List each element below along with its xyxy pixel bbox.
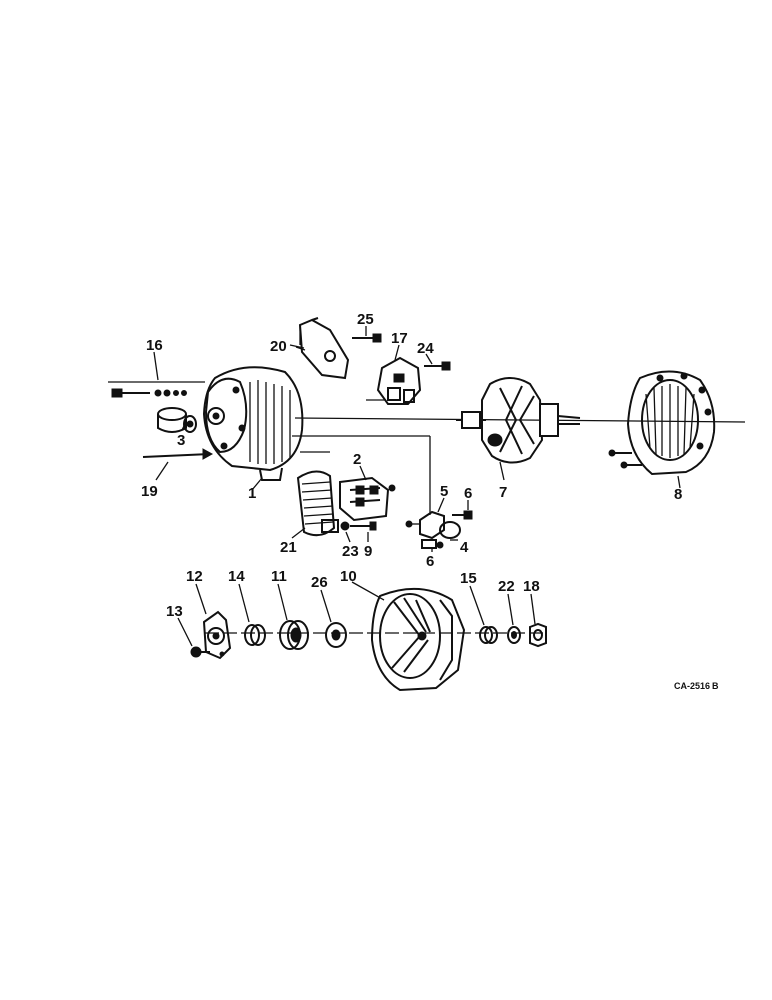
callout-20: 20 xyxy=(270,338,287,355)
diode-trio xyxy=(339,476,396,522)
callout-25: 25 xyxy=(357,311,374,328)
rectifier-screws xyxy=(340,521,377,531)
callout-18: 18 xyxy=(523,578,540,595)
capacitor-screw xyxy=(452,510,473,520)
callout-26: 26 xyxy=(311,574,328,591)
ball-bearing xyxy=(279,620,309,650)
callout-4: 4 xyxy=(460,539,469,556)
long-bolt xyxy=(142,448,214,460)
collar xyxy=(244,624,266,646)
callout-15: 15 xyxy=(460,570,477,587)
drawing-code-number: CA-2516 xyxy=(674,681,710,691)
washer xyxy=(325,622,347,648)
callout-22: 22 xyxy=(498,578,515,595)
callout-1: 1 xyxy=(248,485,256,502)
callout-8: 8 xyxy=(674,486,682,503)
callout-7: 7 xyxy=(499,484,507,501)
callout-3: 3 xyxy=(177,432,185,449)
callout-9: 9 xyxy=(364,543,372,560)
fan xyxy=(370,587,466,692)
callout-17: 17 xyxy=(391,330,408,347)
bearing-retainer xyxy=(202,610,232,660)
shaft-nut xyxy=(529,622,547,648)
callout-23: 23 xyxy=(342,543,359,560)
thru-bolt-set xyxy=(108,381,205,398)
callout-14: 14 xyxy=(228,568,245,585)
callout-24: 24 xyxy=(417,340,434,357)
callout-11: 11 xyxy=(271,568,287,585)
callout-13: 13 xyxy=(166,603,183,620)
rotor xyxy=(456,377,581,464)
brush-holder-screw xyxy=(424,361,451,371)
drawing-code-suffix: B xyxy=(712,681,719,691)
callout-6a: 6 xyxy=(464,485,472,502)
capacitor xyxy=(405,510,461,549)
callout-10: 10 xyxy=(340,568,357,585)
front-housing xyxy=(202,366,304,481)
lock-washer xyxy=(507,626,521,644)
callout-leaders xyxy=(153,326,681,647)
spacer xyxy=(479,626,498,644)
pulley-nut xyxy=(157,407,197,433)
mounting-bracket xyxy=(295,317,350,380)
rectifier xyxy=(296,470,339,537)
callout-21: 21 xyxy=(280,539,297,556)
callout-16: 16 xyxy=(146,337,163,354)
callout-19: 19 xyxy=(141,483,158,500)
bracket-screw xyxy=(352,333,382,343)
brush-holder xyxy=(366,356,422,405)
callout-2: 2 xyxy=(353,451,361,468)
callout-6b: 6 xyxy=(426,553,434,570)
rear-housing xyxy=(608,370,716,476)
callout-5: 5 xyxy=(440,483,448,500)
callout-12: 12 xyxy=(186,568,203,585)
